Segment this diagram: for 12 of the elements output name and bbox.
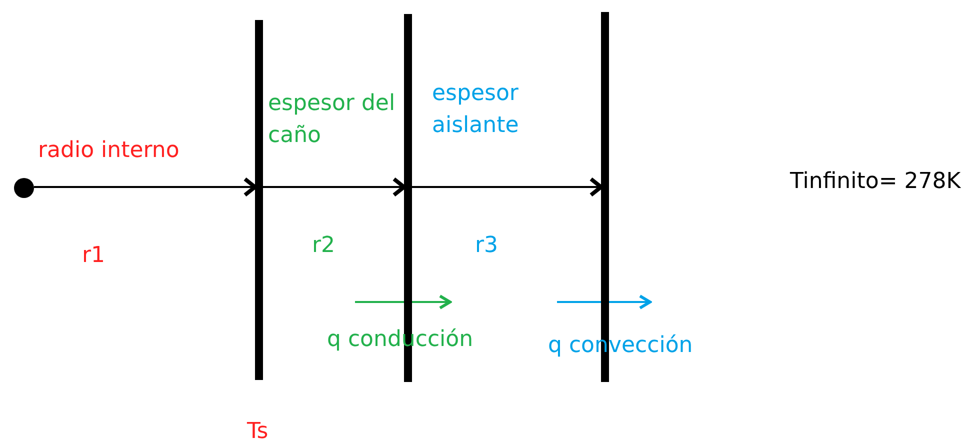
radius-label: r1 <box>82 242 106 270</box>
temperature-label: Tinfinito= 278K <box>790 168 961 196</box>
radius-label: r3 <box>475 232 498 260</box>
edge-label: espesor del caño <box>268 90 396 150</box>
radius-label: r2 <box>312 232 336 260</box>
temperature-label: Ts <box>247 418 268 446</box>
arrow <box>34 177 257 197</box>
edge-label: radio interno <box>38 137 180 165</box>
edge-label: espesor aislante <box>432 80 520 140</box>
arrow <box>263 177 406 197</box>
dot-marker <box>14 178 34 198</box>
arrow <box>412 177 603 197</box>
